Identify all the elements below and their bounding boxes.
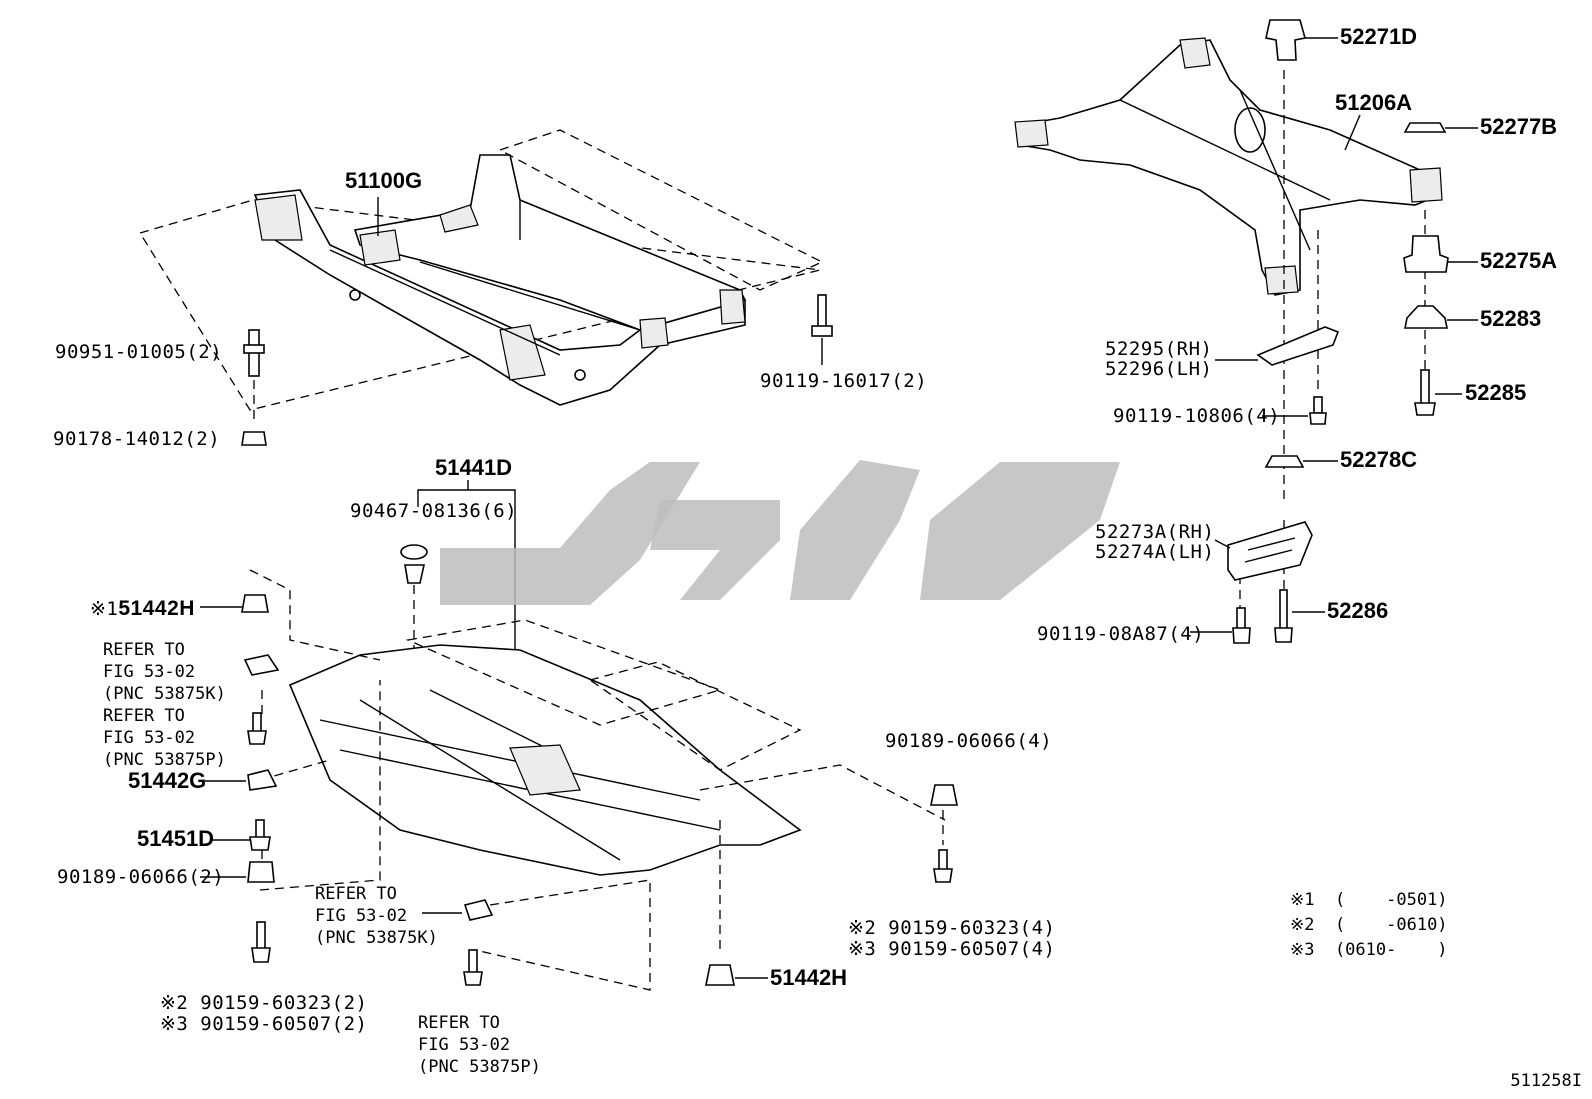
label-52286: 52286 xyxy=(1327,598,1389,623)
screw-left-3-label: ※3 90159-60507(2) xyxy=(160,1013,368,1035)
arm-lh-label: 52296(LH) xyxy=(1105,358,1213,380)
front-nut-left-label: 90178-14012(2) xyxy=(53,428,221,450)
arm-bolt-label: 90119-10806(4) xyxy=(1113,405,1281,427)
label-51442g: 51442G xyxy=(128,768,207,793)
cover-hole-top-label: 51442H xyxy=(118,597,195,620)
brace-bolt-label: 90119-08A87(4) xyxy=(1037,623,1205,645)
label-52271d: 52271D xyxy=(1340,24,1418,49)
under-cover-label: 51441D xyxy=(435,455,513,480)
front-crossmember-label: 51100G xyxy=(345,168,423,193)
watermark-logo xyxy=(440,460,1120,605)
clip-90467-label: 90467-08136(6) xyxy=(350,500,518,522)
under-cover-drawing xyxy=(200,480,958,991)
figure-number: 511258I xyxy=(1510,1071,1582,1091)
mark-1: ※1 xyxy=(90,598,119,620)
front-bolt-right-label: 90119-16017(2) xyxy=(760,370,928,392)
cover-hole-bottom-label: 51442H xyxy=(770,965,848,990)
brace-lh-label: 52274A(LH) xyxy=(1095,541,1215,563)
rear-crossmember-label: 51206A xyxy=(1335,90,1413,115)
label-52275a: 52275A xyxy=(1480,248,1558,273)
clip-right-label: 90189-06066(4) xyxy=(885,730,1053,752)
arm-rh-label: 52295(RH) xyxy=(1105,338,1213,360)
label-52278c: 52278C xyxy=(1340,447,1418,472)
legend: ※1 ( -0501)※2 ( -0610)※3 (0610- ) xyxy=(1290,890,1448,960)
mark-1-label: ※151442H xyxy=(90,597,195,621)
screw-right-3-label: ※3 90159-60507(4) xyxy=(848,938,1056,960)
brace-rh-label: 52273A(RH) xyxy=(1095,521,1215,543)
label-51451d: 51451D xyxy=(137,826,215,851)
clip-left-label: 90189-06066(2) xyxy=(57,866,225,888)
rear-crossmember-drawing xyxy=(1014,19,1478,644)
front-crossmember-drawing xyxy=(138,129,833,446)
screw-left-2-label: ※2 90159-60323(2) xyxy=(160,992,368,1014)
label-52277b: 52277B xyxy=(1480,114,1558,139)
screw-right-2-label: ※2 90159-60323(4) xyxy=(848,917,1056,939)
label-52285: 52285 xyxy=(1465,380,1527,405)
label-52283: 52283 xyxy=(1480,306,1542,331)
front-bolt-left-label: 90951-01005(2) xyxy=(55,341,223,363)
